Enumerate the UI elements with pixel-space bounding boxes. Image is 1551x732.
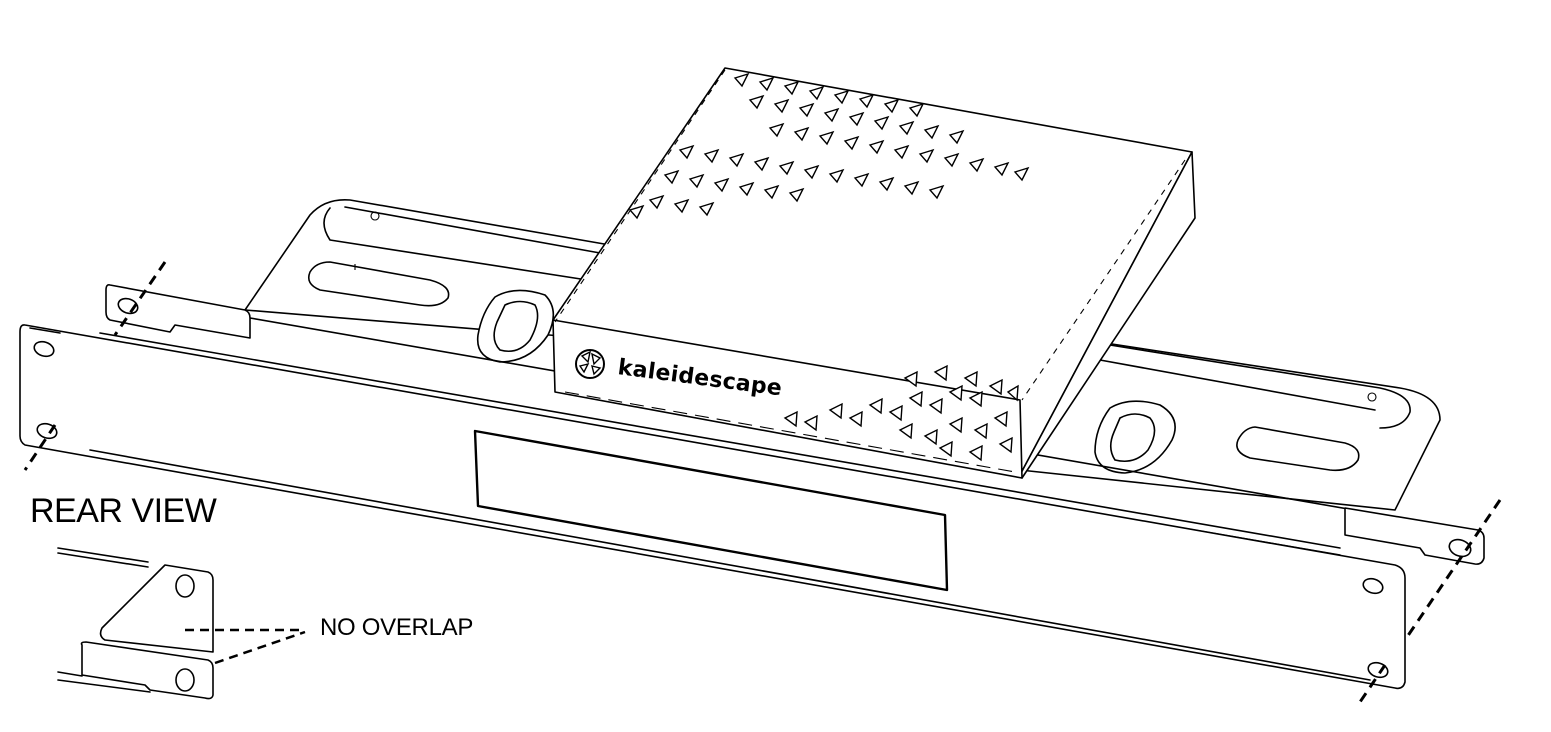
vent-pattern-front: [783, 364, 1019, 462]
kaleidescape-unit: [552, 67, 1196, 479]
vent-pattern-top: [628, 72, 1030, 220]
right-rear-mounting-ear: [1344, 507, 1485, 565]
alignment-lines: [23, 261, 1502, 706]
rear-view-title: REAR VIEW: [30, 492, 217, 530]
kaleidescape-logo-icon: [575, 349, 605, 379]
display-window: [473, 429, 949, 592]
no-overlap-callout: NO OVERLAP: [320, 614, 474, 641]
front-rack-panel: [19, 324, 1406, 690]
rear-view-inset: [57, 547, 306, 700]
left-rear-mounting-ear: [105, 284, 251, 339]
